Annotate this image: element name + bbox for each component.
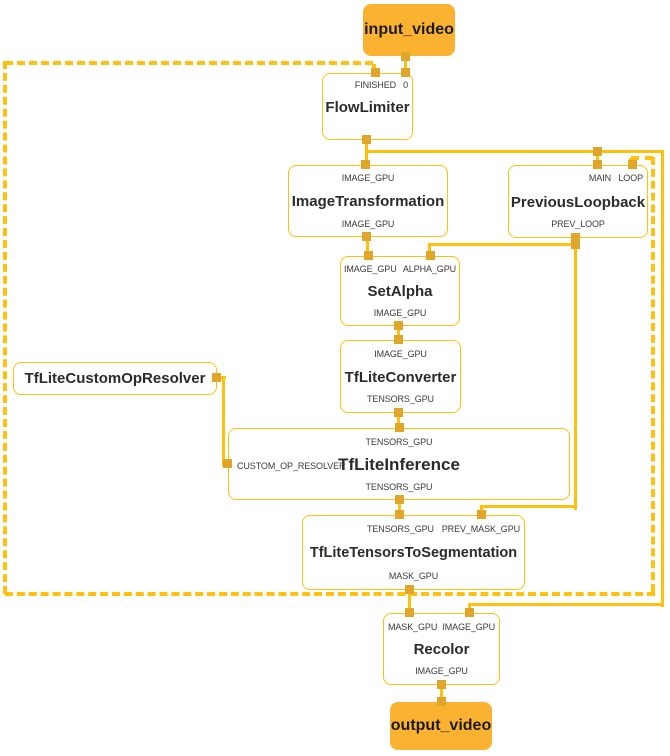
- node-title: SetAlpha: [367, 283, 433, 300]
- junction-marker-main: [593, 147, 602, 156]
- port-marker-converter-in: [394, 335, 403, 344]
- port-label-tensors-gpu-in: TENSORS_GPU: [365, 437, 433, 447]
- port-label-0: 0: [403, 80, 408, 90]
- edge-converter-to-inference: [397, 411, 400, 430]
- port-marker-imagetransformation-in: [361, 160, 370, 169]
- edge-right-vertical: [661, 150, 664, 607]
- port-marker-output-video-in: [437, 697, 446, 706]
- edge-trunk-horizontal: [365, 150, 664, 153]
- backedge-top: [5, 61, 373, 65]
- port-marker-flowlimiter-0: [401, 68, 410, 77]
- port-marker-previousloopback-main: [593, 160, 602, 169]
- port-marker-setalpha-out: [394, 321, 403, 330]
- stream-input-video-label: input_video: [364, 21, 454, 38]
- node-setalpha[interactable]: IMAGE_GPU ALPHA_GPU SetAlpha IMAGE_GPU: [340, 256, 460, 326]
- edge-recolor-image-h: [468, 603, 664, 606]
- port-marker-flowlimiter-out: [362, 135, 371, 144]
- edge-alpha-horizontal: [428, 243, 577, 246]
- node-tflitecustomopresolver[interactable]: TfLiteCustomOpResolver: [13, 362, 217, 395]
- backedge-right: [651, 157, 655, 592]
- port-label-image-gpu-in: IMAGE_GPU: [442, 622, 495, 632]
- edge-prevloop-vertical: [574, 236, 577, 510]
- port-label-loop: LOOP: [618, 173, 643, 183]
- node-previousloopback[interactable]: MAIN LOOP PreviousLoopback PREV_LOOP: [508, 165, 648, 238]
- node-tfliteinference[interactable]: TENSORS_GPU CUSTOM_OP_RESOLVER TfLiteInf…: [228, 428, 570, 500]
- backedge-bottom: [5, 592, 655, 596]
- port-marker-segmentation-tensors: [395, 510, 404, 519]
- edge-alpha-stub: [428, 243, 431, 258]
- port-marker-inference-out: [395, 495, 404, 504]
- port-marker-recolor-image: [465, 608, 474, 617]
- port-label-finished: FINISHED: [354, 80, 396, 90]
- junction-marker-prevloop-branch: [571, 240, 580, 249]
- port-marker-previousloopback-loop: [628, 160, 637, 169]
- port-label-main: MAIN: [588, 173, 611, 183]
- port-marker-segmentation-prevmask: [477, 510, 486, 519]
- port-marker-converter-out: [394, 408, 403, 417]
- stream-input-video[interactable]: input_video: [363, 4, 455, 56]
- backedge-left: [3, 61, 7, 594]
- port-marker-segmentation-mask-out: [405, 585, 414, 594]
- node-title: Recolor: [413, 641, 470, 658]
- node-title: FlowLimiter: [325, 99, 410, 116]
- port-marker-recolor-out: [437, 680, 446, 689]
- port-marker-recolor-mask: [405, 608, 414, 617]
- port-label-image-gpu-out: IMAGE_GPU: [373, 308, 427, 318]
- port-label-alpha-gpu-in: ALPHA_GPU: [402, 264, 456, 274]
- edge-recolor-to-output: [440, 683, 443, 704]
- edge-resolver-vertical: [222, 376, 225, 466]
- port-marker-imagetransformation-out: [362, 232, 371, 241]
- stream-output-video[interactable]: output_video: [390, 702, 492, 750]
- node-title: TfLiteInference: [338, 455, 460, 474]
- port-label-custom-op-resolver: CUSTOM_OP_RESOLVER: [237, 461, 346, 471]
- node-tflitetensorstosegmentation[interactable]: TENSORS_GPU PREV_MASK_GPU TfLiteTensorsT…: [302, 515, 525, 590]
- backedge-loop-h: [631, 156, 653, 160]
- edge-main-stub: [596, 150, 599, 166]
- port-label-image-gpu-in: IMAGE_GPU: [344, 264, 397, 274]
- node-title: TfLiteCustomOpResolver: [24, 370, 206, 387]
- port-label-image-gpu-in: IMAGE_GPU: [341, 173, 395, 183]
- port-marker-flowlimiter-finished: [371, 68, 380, 77]
- port-marker-inference-resolver: [223, 459, 232, 468]
- edge-resolver-h1: [217, 376, 226, 379]
- port-label-tensors-gpu-out: TENSORS_GPU: [367, 394, 434, 404]
- port-label-tensors-gpu-out: TENSORS_GPU: [365, 482, 433, 492]
- port-label-image-gpu-in: IMAGE_GPU: [374, 349, 427, 359]
- edge-prevmask-horizontal: [480, 505, 577, 508]
- edge-mask-to-recolor: [408, 588, 411, 615]
- port-marker-setalpha-alpha: [426, 251, 435, 260]
- node-title: ImageTransformation: [291, 193, 445, 210]
- port-label-mask-gpu-out: MASK_GPU: [388, 571, 439, 581]
- edge-input-to-flowlimiter: [404, 54, 407, 74]
- port-label-image-gpu-out: IMAGE_GPU: [415, 666, 468, 676]
- port-label-prev-loop: PREV_LOOP: [551, 219, 605, 229]
- node-title: TfLiteConverter: [344, 369, 457, 386]
- node-flowlimiter[interactable]: FINISHED 0 FlowLimiter: [322, 73, 413, 140]
- node-tfliteconverter[interactable]: IMAGE_GPU TfLiteConverter TENSORS_GPU: [340, 340, 461, 413]
- stream-output-video-label: output_video: [390, 717, 492, 734]
- node-recolor[interactable]: MASK_GPU IMAGE_GPU Recolor IMAGE_GPU: [383, 613, 500, 685]
- edge-imagetransformation-to-setalpha: [366, 235, 369, 258]
- port-marker-setalpha-image: [364, 251, 373, 260]
- port-marker-previousloopback-prevloop: [571, 233, 580, 242]
- edge-setalpha-to-converter: [397, 324, 400, 342]
- port-marker-inference-in: [395, 423, 404, 432]
- node-title: TfLiteTensorsToSegmentation: [309, 545, 518, 561]
- edge-inference-to-segmentation: [398, 498, 401, 517]
- port-marker-input-video-out: [401, 52, 410, 61]
- port-label-mask-gpu-in: MASK_GPU: [388, 622, 438, 632]
- port-label-image-gpu-out: IMAGE_GPU: [341, 219, 395, 229]
- node-imagetransformation[interactable]: IMAGE_GPU ImageTransformation IMAGE_GPU: [288, 165, 448, 237]
- port-marker-resolver-out: [212, 373, 221, 382]
- port-label-tensors-gpu-in: TENSORS_GPU: [367, 524, 434, 534]
- port-label-prev-mask-gpu-in: PREV_MASK_GPU: [441, 524, 520, 534]
- node-title: PreviousLoopback: [510, 194, 646, 211]
